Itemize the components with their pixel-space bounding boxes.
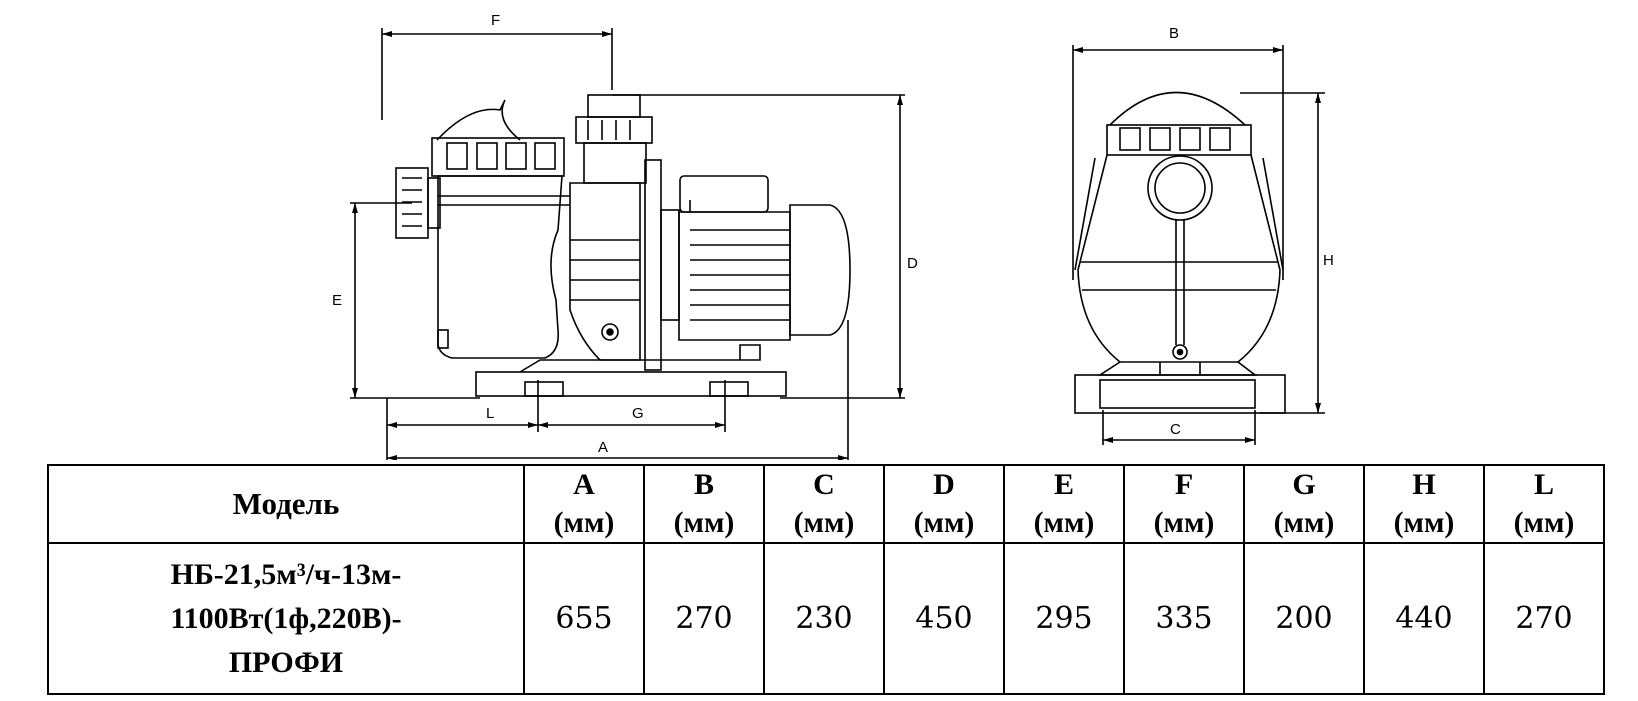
value-c: 230 <box>763 542 885 695</box>
header-e: E (мм) <box>1003 464 1125 544</box>
value-g: 200 <box>1243 542 1365 695</box>
header-letter: B <box>693 468 714 501</box>
header-l: L (мм) <box>1483 464 1605 544</box>
header-letter: E <box>1053 468 1074 501</box>
model-name-line: 1100Вт(1ф,220В)- <box>170 601 402 635</box>
header-d: D (мм) <box>883 464 1005 544</box>
dim-label-f: F <box>491 12 500 29</box>
value-b: 270 <box>643 542 765 695</box>
header-unit: (мм) <box>1033 506 1095 539</box>
header-a: A (мм) <box>523 464 645 544</box>
value-a: 655 <box>523 542 645 695</box>
header-letter: A <box>573 468 595 501</box>
dim-label-h: H <box>1323 252 1334 269</box>
model-name-cell: НБ-21,5м³/ч-13м- 1100Вт(1ф,220В)- ПРОФИ <box>47 542 525 695</box>
table-row: НБ-21,5м³/ч-13м- 1100Вт(1ф,220В)- ПРОФИ … <box>47 542 1605 695</box>
header-h: H (мм) <box>1363 464 1485 544</box>
header-letter: H <box>1412 468 1436 501</box>
header-unit: (мм) <box>793 506 855 539</box>
header-f: F (мм) <box>1123 464 1245 544</box>
dim-label-e: E <box>332 292 342 309</box>
header-letter: L <box>1533 468 1554 501</box>
pump-side-view <box>350 28 905 460</box>
specs-table: Модель A (мм) B (мм) C (мм) D (мм) E (мм) F (м… <box>47 464 1605 695</box>
dim-label-g: G <box>632 405 644 422</box>
header-c: C (мм) <box>763 464 885 544</box>
pump-front-view <box>1072 45 1325 445</box>
header-letter: F <box>1174 468 1194 501</box>
header-unit: (мм) <box>673 506 735 539</box>
header-model: Модель <box>47 464 525 544</box>
header-g: G (мм) <box>1243 464 1365 544</box>
header-unit: (мм) <box>1393 506 1455 539</box>
header-letter: D <box>933 468 955 501</box>
dim-label-a: A <box>598 439 608 456</box>
value-e: 295 <box>1003 542 1125 695</box>
dim-label-b: B <box>1169 25 1179 42</box>
table-header-row: Модель A (мм) B (мм) C (мм) D (мм) E (мм) F (м… <box>47 464 1605 544</box>
header-unit: (мм) <box>1273 506 1335 539</box>
dim-label-l: L <box>486 405 494 422</box>
header-unit: (мм) <box>1153 506 1215 539</box>
header-unit: (мм) <box>553 506 615 539</box>
dimension-arrows <box>352 31 1321 460</box>
header-b: B (мм) <box>643 464 765 544</box>
header-unit: (мм) <box>913 506 975 539</box>
header-letter: C <box>813 468 835 501</box>
value-f: 335 <box>1123 542 1245 695</box>
model-name-line: ПРОФИ <box>228 645 344 679</box>
header-letter: G <box>1292 468 1316 501</box>
value-h: 440 <box>1363 542 1485 695</box>
value-l: 270 <box>1483 542 1605 695</box>
model-name-line: НБ-21,5м³/ч-13м- <box>170 557 402 591</box>
dim-label-d: D <box>907 255 918 272</box>
value-d: 450 <box>883 542 1005 695</box>
header-unit: (мм) <box>1513 506 1575 539</box>
dim-label-c: C <box>1170 421 1181 438</box>
pump-technical-drawing: F D E L G A B H C <box>332 12 1334 460</box>
